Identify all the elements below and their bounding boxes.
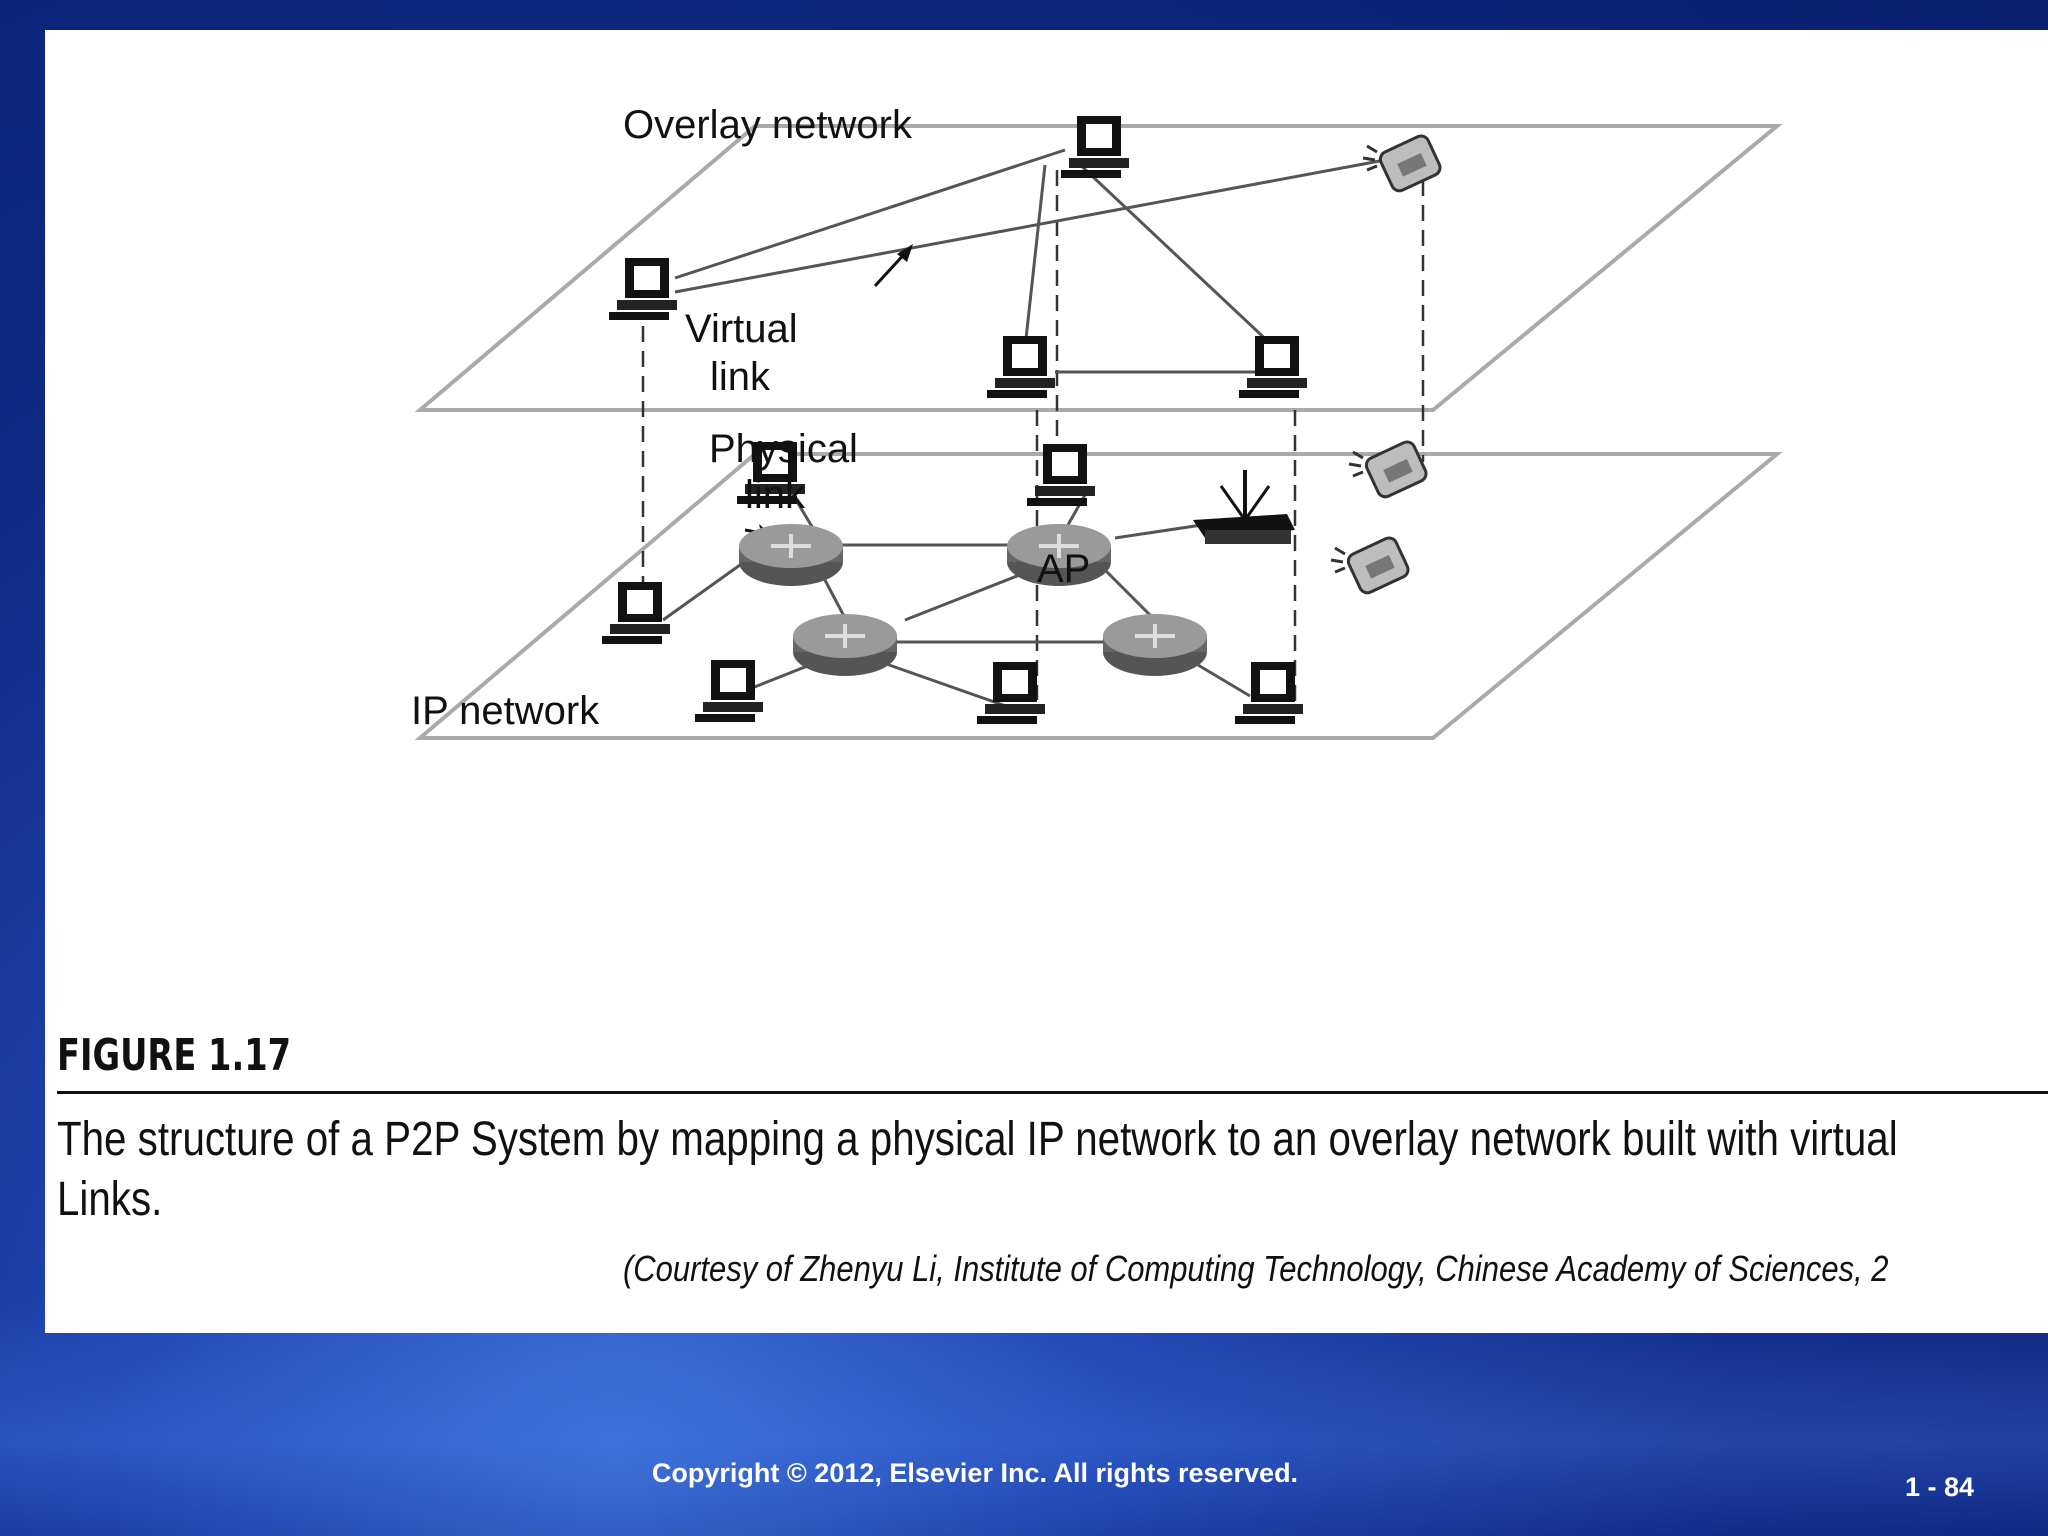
overlay-plane: [414, 124, 1783, 412]
overlay-pc-right: [1239, 336, 1307, 398]
figure-number: FIGURE 1.17: [57, 1030, 292, 1081]
ip-pc-3: [602, 582, 670, 644]
router-3: [791, 612, 899, 678]
overlay-pc-center: [987, 336, 1055, 398]
page-number: 1 - 84: [1905, 1472, 1975, 1502]
physical-link-label-1: Physical: [709, 427, 858, 471]
mapping-lines: [641, 170, 1425, 702]
overlay-network-label: Overlay network: [623, 103, 913, 147]
ip-phone-1: [1347, 437, 1431, 501]
figure-divider: [57, 1091, 2048, 1094]
ip-pc-5: [977, 662, 1045, 724]
ap-label: AP: [1037, 547, 1090, 591]
copyright-text: Copyright © 2012, Elsevier Inc. All righ…: [651, 1458, 1299, 1488]
overlay-pc-left: [609, 258, 677, 320]
ip-network-label: IP network: [411, 689, 600, 733]
ip-phone-2: [1329, 533, 1413, 597]
router-4: [1101, 612, 1209, 678]
router-1: [737, 522, 845, 588]
virtual-link-label-2: link: [710, 355, 771, 399]
figure-caption-line-1: The structure of a P2P System by mapping…: [57, 1113, 1898, 1166]
p2p-network-diagram: Overlay network Virtual link Physical li…: [411, 103, 1783, 740]
figure-courtesy: (Courtesy of Zhenyu Li, Institute of Com…: [623, 1248, 1889, 1289]
virtual-link-label-1: Virtual: [685, 307, 798, 351]
physical-link-label-2: link: [745, 473, 806, 517]
access-point-icon: [1193, 470, 1295, 544]
virtual-links: [674, 148, 1386, 374]
figure-panel: Overlay network Virtual link Physical li…: [45, 30, 2048, 1333]
ip-plane: [414, 452, 1783, 740]
figure-caption: The structure of a P2P System by mapping…: [57, 1110, 2048, 1230]
background-streak: [0, 1300, 2048, 1536]
overlay-phone: [1361, 131, 1445, 195]
ip-pc-4: [695, 660, 763, 722]
figure-caption-line-2: Links.: [57, 1173, 163, 1226]
